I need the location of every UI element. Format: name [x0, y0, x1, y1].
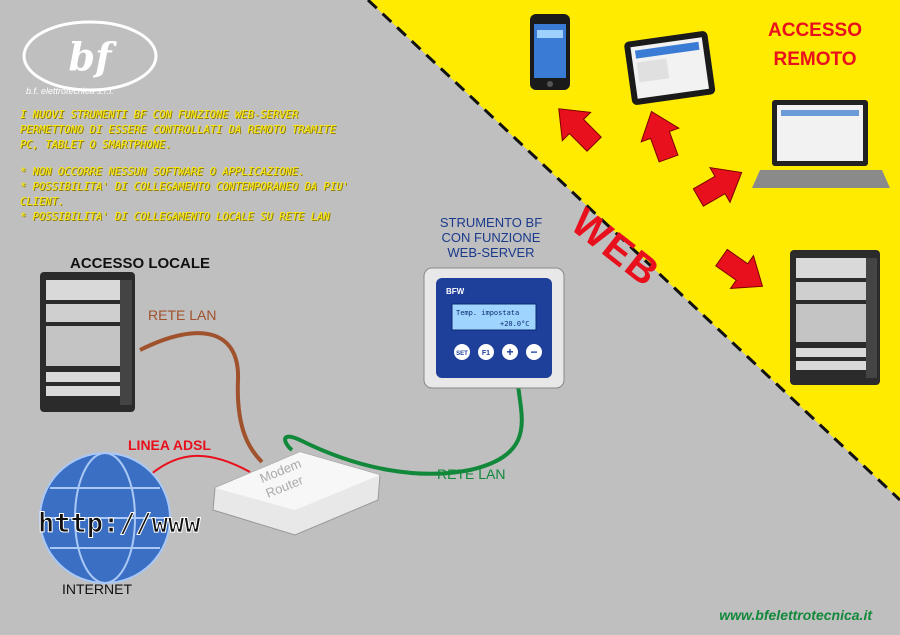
remote-pc-icon: [790, 250, 880, 385]
internet-globe-icon: http://www: [38, 452, 202, 584]
adsl-label: LINEA ADSL: [128, 437, 211, 453]
arrow-to-laptop: [692, 167, 743, 207]
remote-access-heading: ACCESSO REMOTO: [740, 16, 890, 74]
logo-mark: bf: [69, 34, 118, 79]
arrow-to-tablet: [640, 110, 680, 163]
instrument-display-line2: +20.0°C: [500, 320, 530, 328]
instrument-brand: BFW: [446, 287, 465, 296]
remote-access-line1: ACCESSO: [768, 20, 862, 41]
intro-bullet-3: * Possibilita' di collegamento locale su…: [20, 211, 330, 223]
intro-paragraph: I nuovi strumenti BF con funzione web-se…: [20, 109, 337, 151]
instrument-button-minus: −: [530, 345, 537, 359]
instrument-display-line1: Temp. impostata: [456, 309, 519, 317]
intro-text: I nuovi strumenti BF con funzione web-se…: [20, 108, 350, 225]
tablet-icon: [624, 31, 716, 105]
lan-cable-right: [283, 384, 524, 476]
instrument-label: STRUMENTO BF CON FUNZIONE WEB-SERVER: [418, 215, 564, 260]
lan-label-right: RETE LAN: [437, 466, 506, 482]
instrument-label-line1: STRUMENTO BF: [439, 215, 543, 230]
instrument-label-line3: WEB-SERVER: [447, 245, 535, 260]
remote-access-line2: REMOTO: [773, 49, 857, 70]
arrow-to-remote-pc: [715, 248, 764, 289]
instrument-button-f1: F1: [482, 350, 490, 357]
internet-label: INTERNET: [62, 581, 132, 597]
modem-router-icon: Modem Router: [212, 451, 381, 536]
instrument-label-line2: CON FUNZIONE: [441, 230, 541, 245]
instrument-button-plus: +: [506, 345, 513, 359]
arrow-to-smartphone: [558, 108, 602, 152]
lan-cable-left: [139, 331, 264, 464]
intro-bullet-1: * Non occorre nessun software o applicaz…: [20, 166, 305, 178]
intro-bullet-2: * Possibilita' di collegamento contempor…: [20, 181, 349, 208]
instrument-button-set: SET: [456, 351, 468, 357]
globe-url-text: http://www: [38, 508, 201, 539]
footer-url[interactable]: www.bfelettrotecnica.it: [719, 607, 872, 623]
adsl-line: [149, 454, 251, 476]
bf-instrument-icon: BFW Temp. impostata +20.0°C SET F1 + −: [423, 267, 565, 389]
local-pc-icon: [40, 272, 135, 412]
smartphone-icon: [530, 14, 570, 90]
bf-logo: bf: [22, 20, 158, 92]
zone-divider: [366, 0, 900, 502]
laptop-icon: [752, 100, 890, 188]
local-access-heading: ACCESSO LOCALE: [70, 255, 211, 272]
logo-subtitle: b.f. elettrotecnica s.r.l.: [26, 86, 114, 96]
lan-label-left: RETE LAN: [148, 307, 217, 323]
